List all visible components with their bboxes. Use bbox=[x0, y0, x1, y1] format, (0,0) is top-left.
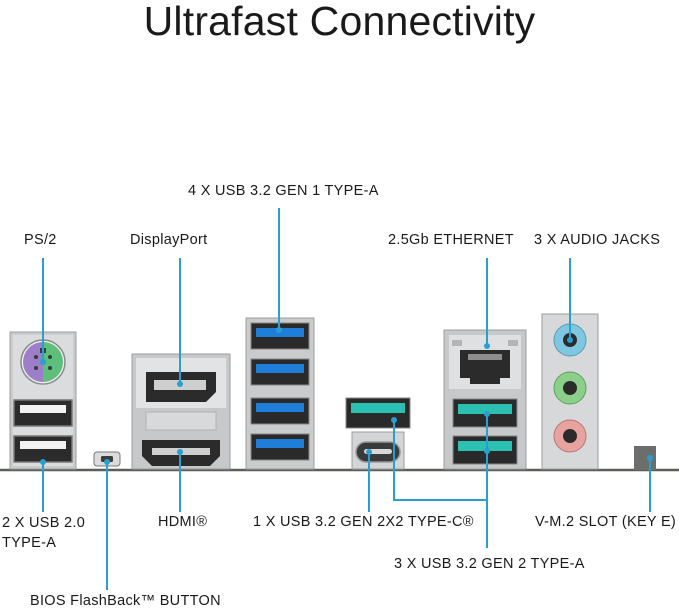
label-usb-c: 1 X USB 3.2 GEN 2X2 TYPE-C® bbox=[253, 514, 474, 530]
audio-jack-stack bbox=[541, 313, 599, 470]
displayport-hdmi-stack bbox=[131, 353, 231, 470]
usb-a-usb-c-stack bbox=[345, 397, 411, 470]
label-ethernet: 2.5Gb ETHERNET bbox=[388, 232, 514, 248]
callout-lines bbox=[42, 208, 651, 590]
usb32-gen1-stack bbox=[245, 317, 315, 470]
label-vm2-slot: V-M.2 SLOT (KEY E) bbox=[535, 514, 677, 530]
page-title: Ultrafast Connectivity bbox=[143, 0, 536, 44]
ethernet-usb-gen2-stack bbox=[443, 329, 527, 470]
label-audio-jacks: 3 X AUDIO JACKS bbox=[534, 232, 661, 248]
label-usb32-gen2: 3 X USB 3.2 GEN 2 TYPE-A bbox=[394, 556, 585, 572]
label-hdmi: HDMI® bbox=[158, 514, 208, 530]
label-displayport: DisplayPort bbox=[130, 232, 208, 248]
label-ps2: PS/2 bbox=[24, 232, 57, 248]
label-usb32-gen1: 4 X USB 3.2 GEN 1 TYPE-A bbox=[188, 183, 379, 199]
label-bios-flashback: BIOS FlashBack™ BUTTON bbox=[30, 593, 221, 609]
label-usb20: 2 X USB 2.0 TYPE-A bbox=[2, 515, 86, 551]
callout-dots bbox=[40, 327, 653, 465]
